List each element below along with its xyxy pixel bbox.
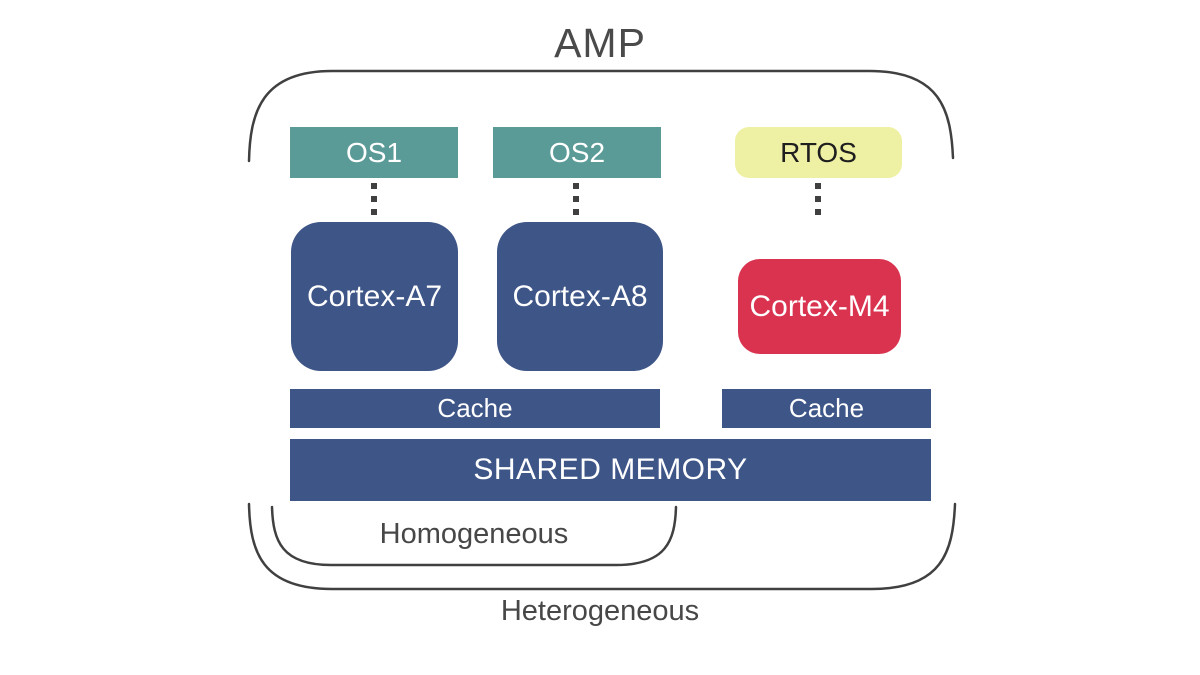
shared-memory-label: SHARED MEMORY xyxy=(473,453,748,486)
shared-memory-bar: SHARED MEMORY xyxy=(290,439,931,501)
os1-to-a7-dotted-connector xyxy=(371,183,377,216)
cache-left-bar: Cache xyxy=(290,389,660,428)
cortex-a8-label: Cortex-A8 xyxy=(512,279,648,313)
rtos-box: RTOS xyxy=(735,127,902,178)
outer-bottom-bracket xyxy=(247,502,957,591)
os2-to-a8-dotted-connector xyxy=(573,183,579,216)
cache-right-label: Cache xyxy=(788,393,865,423)
cortex-a7-box: Cortex-A7 xyxy=(291,222,458,371)
cortex-a8-box: Cortex-A8 xyxy=(497,222,663,371)
rtos-label: RTOS xyxy=(780,136,857,168)
cortex-a7-label: Cortex-A7 xyxy=(306,279,443,313)
cache-right-bar: Cache xyxy=(722,389,931,428)
os1-label: OS1 xyxy=(345,136,403,168)
os2-box: OS2 xyxy=(493,127,661,178)
heterogeneous-label: Heterogeneous xyxy=(500,595,700,627)
os2-label: OS2 xyxy=(548,136,606,168)
cache-left-label: Cache xyxy=(437,393,513,423)
diagram-title: AMP xyxy=(554,20,646,66)
rtos-to-m4-dotted-connector xyxy=(815,183,821,216)
cortex-m4-label: Cortex-M4 xyxy=(749,289,890,323)
inner-bottom-bracket xyxy=(270,505,678,567)
cortex-m4-box: Cortex-M4 xyxy=(738,259,901,354)
outer-top-bracket xyxy=(247,69,955,163)
homogeneous-label: Homogeneous xyxy=(379,518,569,550)
os1-box: OS1 xyxy=(290,127,458,178)
